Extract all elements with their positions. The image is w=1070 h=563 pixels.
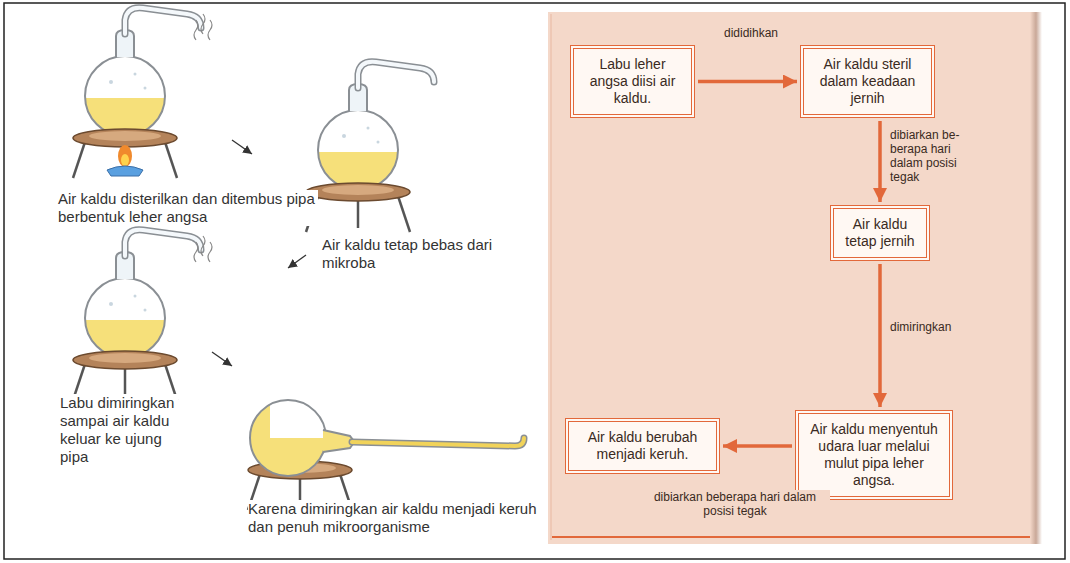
process-box: Air kaldu steril dalam keadaan jernih: [800, 45, 935, 118]
box-text: Air kaldu berubah menjadi keruh.: [577, 429, 708, 463]
box-text: Air kaldu menyentuh udara luar melalui m…: [807, 421, 941, 489]
flow-arrow: [878, 264, 882, 407]
box-text: Labu leher angsa diisi air kaldu.: [582, 56, 683, 107]
box-text: Air kaldu steril dalam keadaan jernih: [812, 56, 923, 107]
flow-arrow: [723, 444, 792, 448]
caption-text: Labu dimiringkan sampai air kaldu keluar…: [60, 394, 178, 466]
process-box: Labu leher angsa diisi air kaldu.: [570, 45, 695, 118]
process-box: Air kaldu tetap jernih: [830, 205, 930, 261]
process-box: Air kaldu berubah menjadi keruh.: [565, 418, 720, 474]
edge-label: dibiarkan beberapa hari dalam posisi teg…: [640, 490, 830, 518]
edge-label: dibiarkan be- berapa hari dalam posisi t…: [890, 128, 974, 184]
caption-text: Air kaldu disterilkan dan ditembus pipa …: [58, 190, 318, 226]
caption-text: Air kaldu tetap bebas dari mikroba: [322, 236, 497, 272]
box-text: Air kaldu tetap jernih: [842, 216, 918, 250]
flow-arrow: [878, 121, 882, 202]
caption-text: Karena dimiringkan air kaldu menjadi ker…: [248, 500, 538, 536]
edge-label: dididihkan: [706, 26, 796, 40]
flow-arrow: [698, 80, 797, 84]
process-box: Air kaldu menyentuh udara luar melalui m…: [795, 410, 953, 500]
edge-label: dimiringkan: [890, 320, 980, 334]
